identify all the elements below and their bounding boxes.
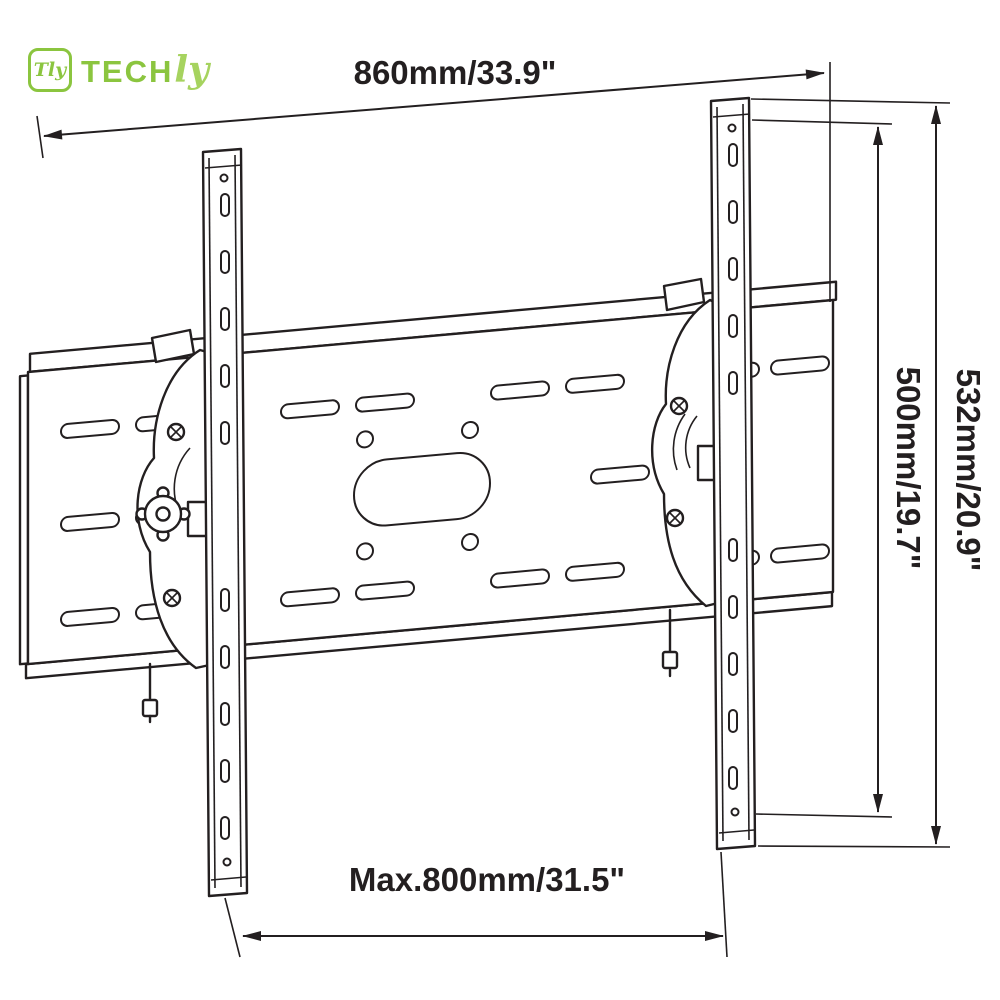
center-mounting-holes: [356, 420, 479, 561]
right-arm-screws: [665, 396, 689, 528]
dimension-top-width-label: 860mm/33.9": [354, 54, 557, 91]
dimension-outer-height: 532mm/20.9": [750, 98, 987, 848]
dimension-outer-height-label: 532mm/20.9": [950, 369, 987, 572]
dimension-bottom-width: Max.800mm/31.5": [224, 851, 728, 958]
right-wall-hook: [662, 277, 706, 312]
left-vesa-rail: [201, 147, 249, 898]
dimension-annotations: 860mm/33.9" 500mm/19.7" 532mm/20.9": [36, 54, 987, 958]
left-locking-rod: [141, 662, 159, 724]
dimension-top-width: 860mm/33.9": [36, 54, 831, 302]
left-tilt-knob: [135, 486, 191, 542]
left-arm-screws: [162, 422, 186, 608]
right-vesa-rail: [709, 96, 757, 851]
dimension-bottom-width-label: Max.800mm/31.5": [349, 861, 625, 898]
dimension-inner-height-label: 500mm/19.7": [890, 367, 927, 570]
left-rail-slots: [219, 173, 232, 867]
right-locking-rod: [661, 608, 679, 678]
center-cable-cutout: [353, 452, 491, 527]
dimension-inner-height: 500mm/19.7": [751, 119, 927, 818]
